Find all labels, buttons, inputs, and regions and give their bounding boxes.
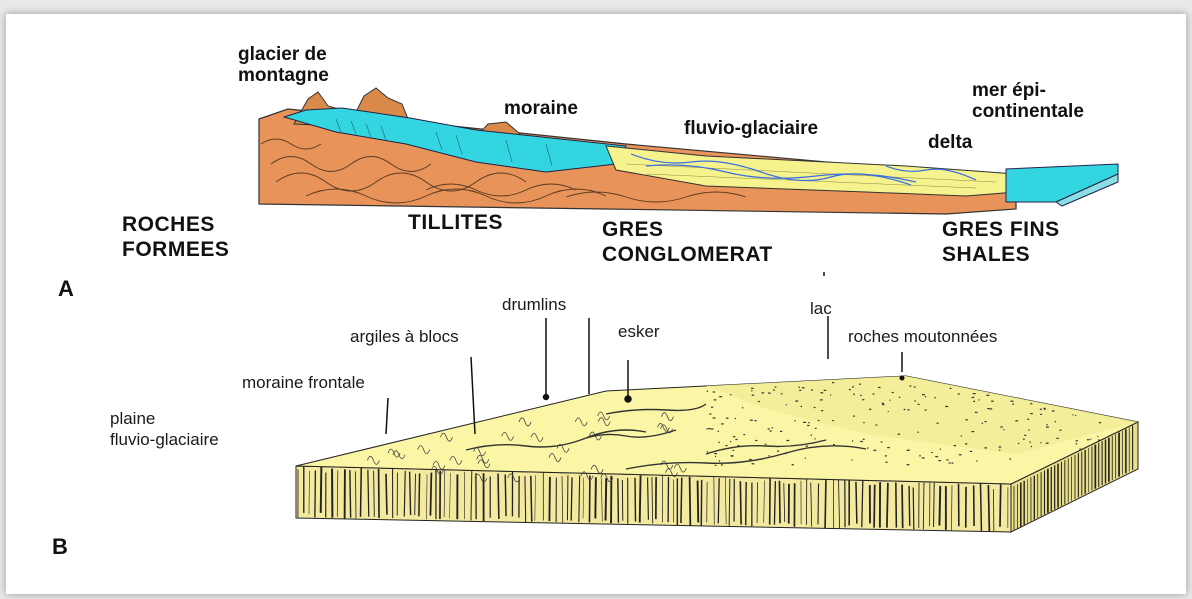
label-plaine-fluvio-glaciaire: plainefluvio-glaciaire (110, 408, 219, 450)
label-moraine-frontale: moraine frontale (242, 372, 365, 393)
panel-b-letter: B (52, 534, 68, 560)
figure-frame: glacier demontagne moraine fluvio-glacia… (6, 14, 1186, 594)
label-tillites: TILLITES (408, 210, 503, 235)
label-roches-moutonnees: roches moutonnées (848, 326, 997, 347)
label-moraine: moraine (504, 98, 578, 119)
label-argiles-a-blocs: argiles à blocs (350, 326, 459, 347)
panel-b-block (296, 272, 1138, 532)
panel-a-letter: A (58, 276, 74, 302)
label-esker: esker (618, 321, 660, 342)
label-mer-epicontinentale: mer épi-continentale (972, 80, 1084, 122)
label-gres-conglomerat: GRESCONGLOMERAT (602, 217, 773, 267)
label-delta: delta (928, 132, 972, 153)
label-lac: lac (810, 298, 832, 319)
label-glacier-de-montagne: glacier demontagne (238, 44, 329, 86)
label-roches-formees: ROCHESFORMEES (122, 212, 229, 262)
label-fluvio-glaciaire: fluvio-glaciaire (684, 118, 818, 139)
label-gres-fins-shales: GRES FINSSHALES (942, 217, 1060, 267)
label-drumlins: drumlins (502, 294, 566, 315)
